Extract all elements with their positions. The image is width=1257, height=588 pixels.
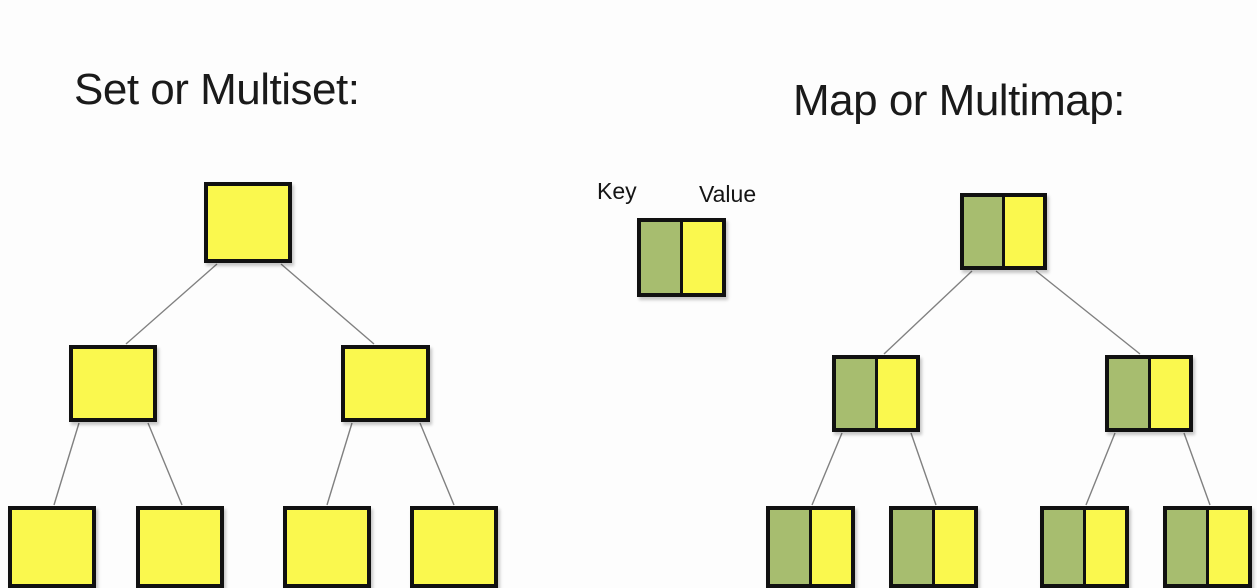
node-key-half (770, 510, 809, 584)
node-value-half (874, 359, 916, 428)
node-key-half (1167, 510, 1206, 584)
tree-edge (1035, 270, 1141, 355)
tree-node-l-n1 (69, 345, 157, 422)
tree-edge (419, 422, 455, 506)
tree-node-r-root (960, 193, 1047, 270)
tree-edge (883, 270, 973, 355)
node-key-half (1109, 359, 1148, 428)
legend-value-label: Value (699, 181, 757, 207)
tree-edge (53, 422, 80, 506)
node-value-half (932, 510, 974, 584)
node-key-half (893, 510, 932, 584)
node-value-half (1002, 197, 1043, 266)
legend-key-label: Key (597, 178, 637, 204)
page-title-left: Set or Multiset: (74, 65, 360, 114)
tree-node-r-n2 (1105, 355, 1193, 432)
tree-edge (1183, 432, 1211, 506)
tree-node-l-leaf4 (410, 506, 498, 588)
tree-node-r-n1 (832, 355, 920, 432)
tree-node-l-leaf2 (136, 506, 224, 588)
node-value-half (809, 510, 851, 584)
node-key-half (1044, 510, 1083, 584)
node-key-half (836, 359, 875, 428)
tree-edge (811, 432, 843, 506)
tree-edge (147, 422, 183, 506)
legend-swatch-value-half (680, 222, 722, 293)
tree-edge (1085, 432, 1116, 506)
node-value-half (1147, 359, 1189, 428)
tree-edge (910, 432, 937, 506)
tree-edge (326, 422, 353, 506)
tree-node-r-leaf1 (766, 506, 855, 588)
tree-edge (280, 263, 375, 345)
tree-node-r-leaf4 (1163, 506, 1252, 588)
legend-key-value-swatch (637, 218, 726, 297)
tree-edge (125, 263, 218, 345)
tree-node-r-leaf2 (889, 506, 978, 588)
tree-node-l-root (204, 182, 292, 263)
tree-node-l-n2 (341, 345, 430, 422)
tree-node-l-leaf1 (8, 506, 96, 588)
node-value-half (1083, 510, 1125, 584)
node-key-half (964, 197, 1002, 266)
tree-node-l-leaf3 (283, 506, 371, 588)
node-value-half (1206, 510, 1248, 584)
tree-node-r-leaf3 (1040, 506, 1129, 588)
legend-swatch-key-half (641, 222, 680, 293)
page-title-right: Map or Multimap: (793, 76, 1125, 125)
